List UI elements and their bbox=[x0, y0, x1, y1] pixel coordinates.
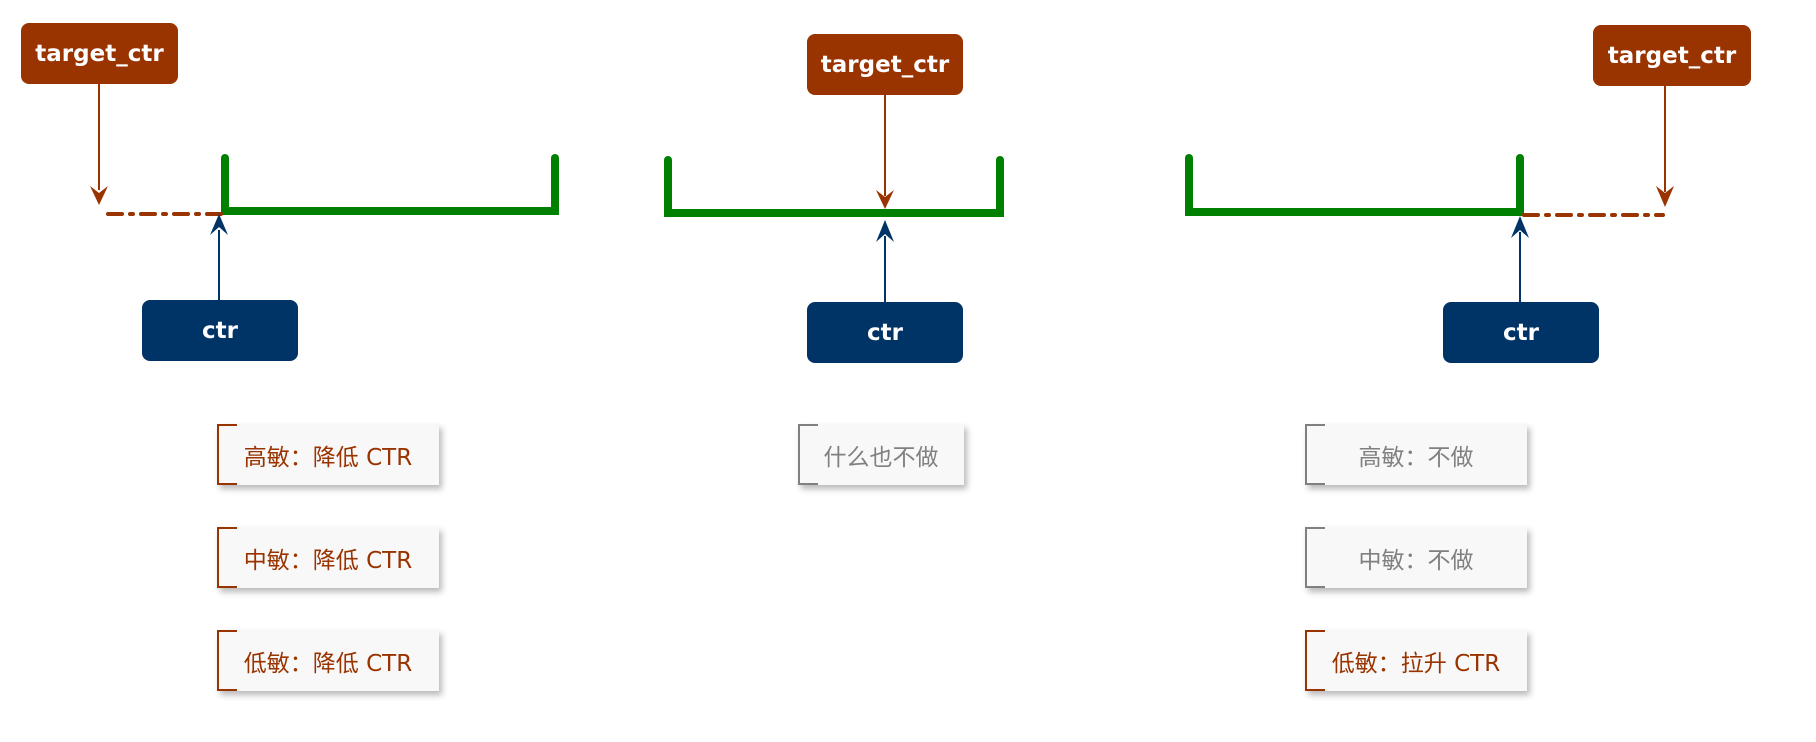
target-ctr-node-3: target_ctr bbox=[1593, 25, 1751, 86]
action-label-high-sensitivity: 高敏：降低 CTR bbox=[217, 424, 439, 485]
action-label-mid-sensitivity: 中敏：不做 bbox=[1305, 527, 1527, 588]
action-label-low-sensitivity: 低敏：拉升 CTR bbox=[1305, 630, 1527, 691]
scenario-above-range bbox=[1185, 86, 1674, 302]
action-label-high-sensitivity: 高敏：不做 bbox=[1305, 424, 1527, 485]
ctr-node-3: ctr bbox=[1443, 302, 1599, 363]
ctr-node-1: ctr bbox=[142, 300, 298, 361]
target-ctr-node-1: target_ctr bbox=[21, 23, 178, 84]
target-arrowhead-icon bbox=[90, 186, 108, 205]
scenario-in-range bbox=[664, 95, 1004, 302]
target-ctr-node-2: target_ctr bbox=[807, 34, 963, 95]
range-bracket bbox=[1185, 154, 1524, 216]
ctr-arrowhead-icon bbox=[210, 214, 228, 235]
ctr-node-2: ctr bbox=[807, 302, 963, 363]
target-arrowhead-icon bbox=[876, 190, 894, 209]
ctr-arrowhead-icon bbox=[1511, 216, 1529, 238]
action-label-mid-sensitivity: 中敏：降低 CTR bbox=[217, 527, 439, 588]
range-bracket bbox=[221, 154, 559, 215]
range-bracket bbox=[664, 156, 1004, 217]
action-label-do-nothing: 什么也不做 bbox=[798, 424, 964, 485]
scenario-below-range bbox=[90, 84, 559, 300]
action-label-low-sensitivity: 低敏：降低 CTR bbox=[217, 630, 439, 691]
target-arrowhead-icon bbox=[1656, 186, 1674, 207]
ctr-arrowhead-icon bbox=[876, 220, 894, 242]
